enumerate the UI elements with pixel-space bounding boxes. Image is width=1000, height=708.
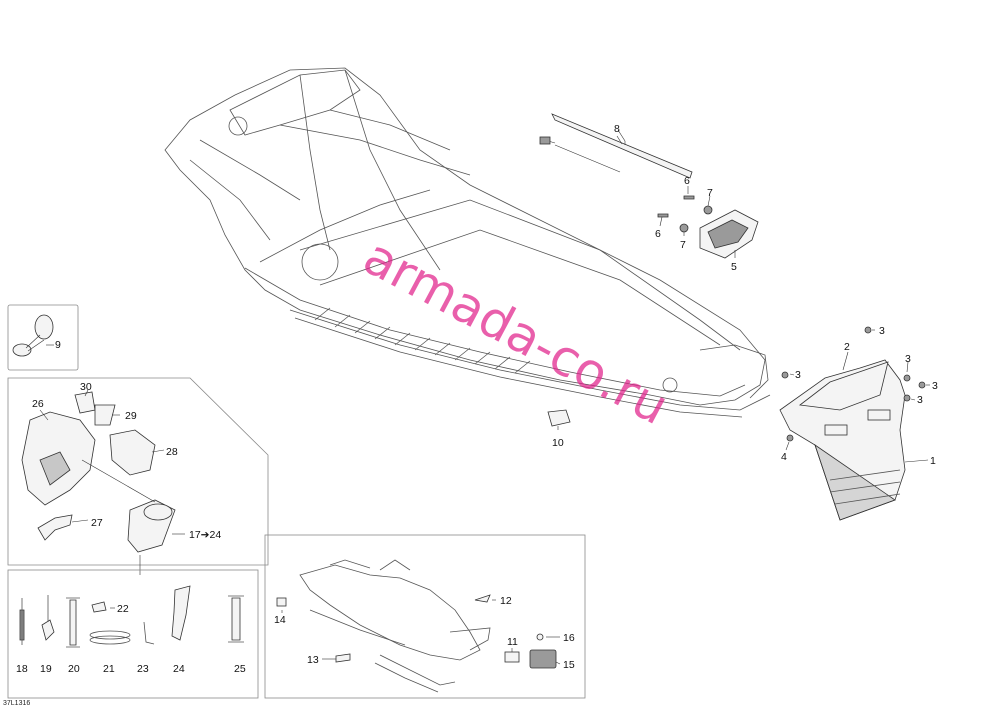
callout-2: 2 bbox=[844, 341, 850, 353]
snowflap-assembly bbox=[779, 326, 930, 521]
callout-28: 28 bbox=[166, 446, 178, 458]
tool-bag-parts bbox=[21, 389, 185, 575]
part-10-clip bbox=[547, 409, 571, 427]
callout-3: 3 bbox=[795, 369, 801, 381]
callout-11: 11 bbox=[507, 636, 518, 648]
part-9-mirror bbox=[12, 314, 54, 357]
callout-3: 3 bbox=[917, 394, 923, 406]
box-tools bbox=[7, 569, 259, 699]
callout-20: 20 bbox=[68, 663, 80, 675]
callout-24: 24 bbox=[173, 663, 185, 675]
callout-1: 1 bbox=[930, 455, 936, 467]
box-part-9 bbox=[7, 304, 79, 371]
chassis-frame bbox=[164, 67, 771, 418]
callout-16: 16 bbox=[563, 632, 575, 644]
callout-7: 7 bbox=[680, 239, 686, 251]
callout-4: 4 bbox=[781, 451, 787, 463]
callout-7: 7 bbox=[707, 187, 713, 199]
callout-21: 21 bbox=[103, 663, 115, 675]
callout-3: 3 bbox=[932, 380, 938, 392]
tail-light-assembly bbox=[539, 113, 759, 259]
callout-9: 9 bbox=[55, 339, 61, 351]
callout-23: 23 bbox=[137, 663, 149, 675]
callout-3: 3 bbox=[905, 353, 911, 365]
box-decals bbox=[264, 534, 586, 699]
callout-17-24: 17➔24 bbox=[189, 529, 221, 541]
tools-parts bbox=[19, 585, 244, 648]
callout-14: 14 bbox=[274, 614, 286, 626]
callout-27: 27 bbox=[91, 517, 103, 529]
callout-29: 29 bbox=[125, 410, 137, 422]
callout-30: 30 bbox=[80, 381, 92, 393]
callout-6: 6 bbox=[655, 228, 661, 240]
callout-10: 10 bbox=[552, 437, 564, 449]
callout-13: 13 bbox=[307, 654, 319, 666]
callout-15: 15 bbox=[563, 659, 575, 671]
callout-19: 19 bbox=[40, 663, 52, 675]
callout-3: 3 bbox=[879, 325, 885, 337]
watermark: armada-co.ru bbox=[354, 227, 677, 436]
callout-22: 22 bbox=[117, 603, 129, 615]
snowmobile-outline bbox=[276, 559, 561, 693]
callouts: 1 2 3 3 3 3 3 4 5 6 6 7 7 8 9 10 11 12 1… bbox=[16, 123, 938, 675]
callout-12: 12 bbox=[500, 595, 512, 607]
reference-code: 37L1316 bbox=[3, 700, 30, 707]
callout-5: 5 bbox=[731, 261, 737, 273]
callout-26: 26 bbox=[32, 398, 44, 410]
box-tool-bag bbox=[7, 377, 269, 566]
callout-8: 8 bbox=[614, 123, 620, 135]
callout-18: 18 bbox=[16, 663, 28, 675]
callout-6: 6 bbox=[684, 175, 690, 187]
callout-25: 25 bbox=[234, 663, 246, 675]
